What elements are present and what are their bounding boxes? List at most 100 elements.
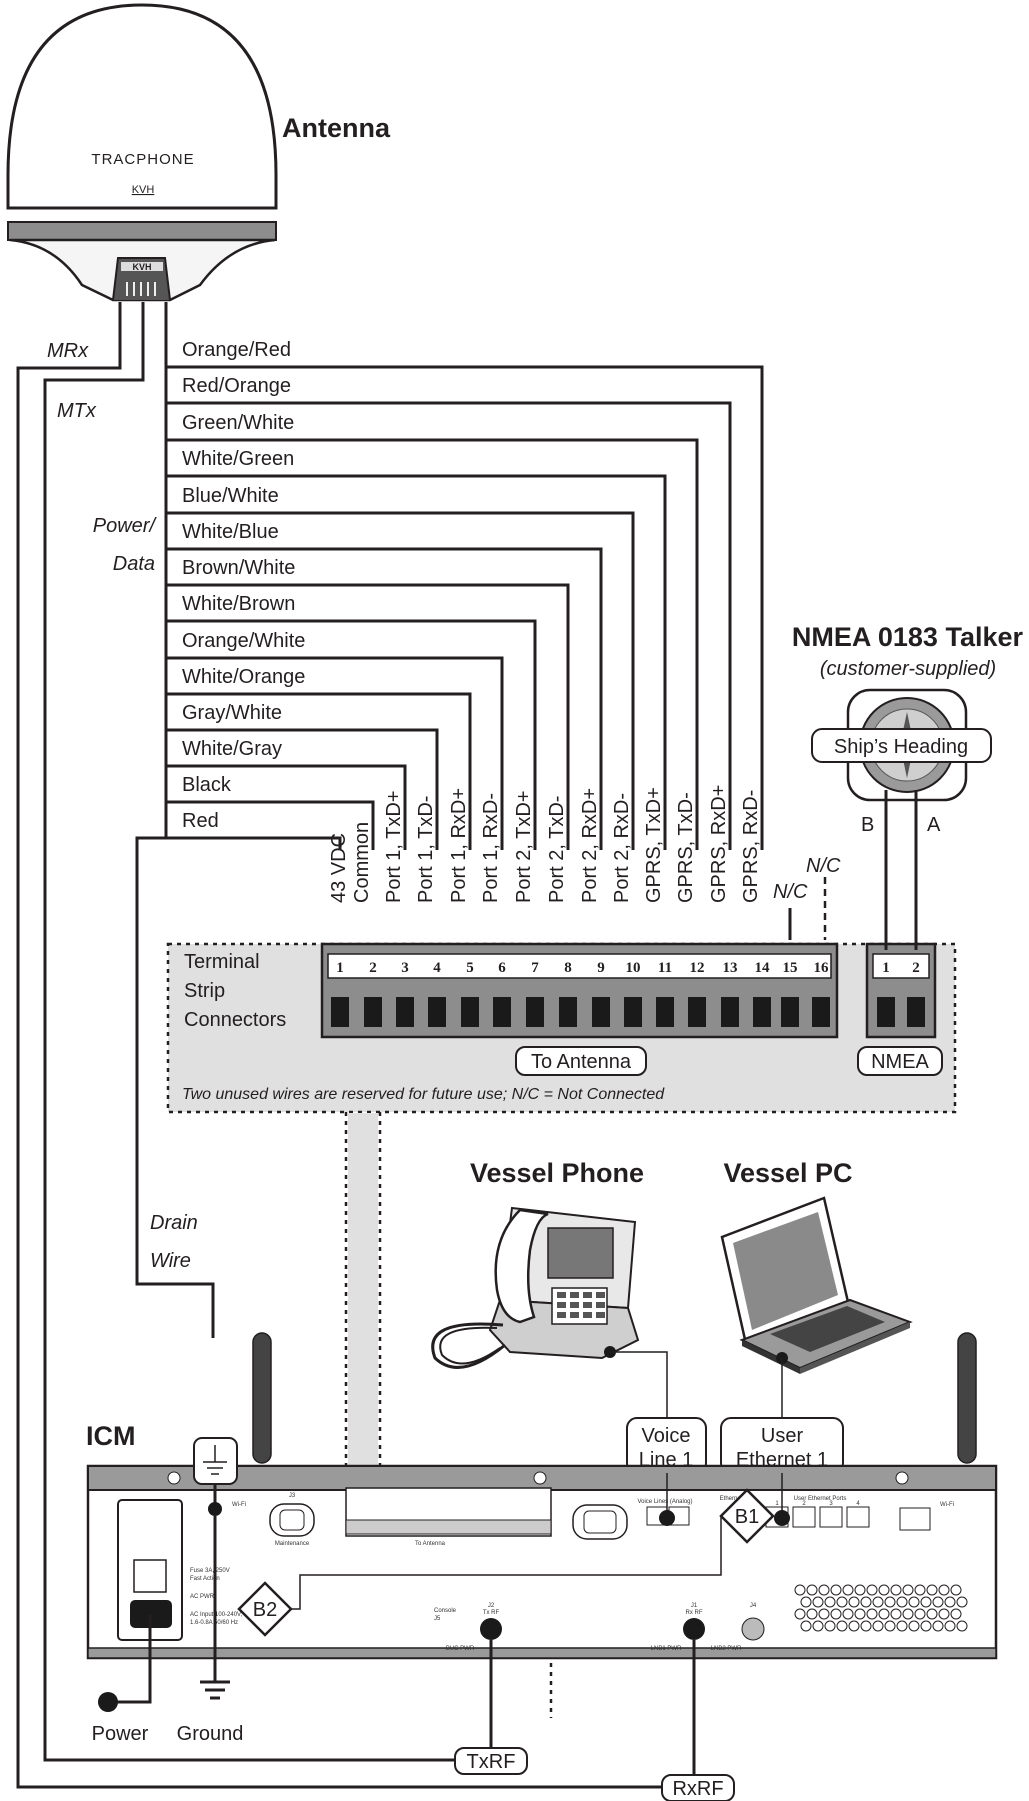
wire-label: Orange/White bbox=[182, 630, 305, 652]
pin-label: GPRS, TxD- bbox=[675, 792, 697, 903]
pin-number: 13 bbox=[723, 960, 738, 976]
antenna: KVH TRACPHONE KVH bbox=[6, 3, 278, 302]
cables bbox=[16, 302, 662, 1789]
pin-number: 9 bbox=[597, 960, 605, 976]
pin-number: 7 bbox=[531, 960, 539, 976]
wire-label: White/Green bbox=[182, 448, 294, 470]
drain-label-2: Wire bbox=[150, 1250, 191, 1272]
wire-label: Gray/White bbox=[182, 702, 282, 724]
pin-label: Port 1, RxD- bbox=[480, 793, 502, 903]
drain-label-1: Drain bbox=[150, 1212, 198, 1234]
lnb2-pwr-label: LNB2 PWR bbox=[711, 1646, 742, 1652]
j4-label: J4 bbox=[750, 1603, 757, 1609]
user-port-number: 4 bbox=[856, 1501, 860, 1507]
mrx-label: MRx bbox=[47, 340, 89, 362]
rxrf-label: RxRF bbox=[672, 1778, 723, 1800]
user-ports-label: User Ethernet Ports bbox=[794, 1496, 847, 1502]
pin-label: GPRS, RxD+ bbox=[708, 785, 730, 903]
pin-label: Port 2, TxD- bbox=[546, 796, 568, 903]
j3-label: J3 bbox=[289, 1493, 296, 1499]
terminal-strip-area: Terminal Strip Connectors 1 2 3 4 5 6 7 … bbox=[166, 942, 957, 1718]
pin-label: GPRS, RxD- bbox=[740, 790, 762, 903]
wire-label: Orange/Red bbox=[182, 339, 291, 361]
b1-label: B1 bbox=[735, 1506, 759, 1528]
console-label: Console bbox=[434, 1608, 457, 1614]
wire-label: White/Orange bbox=[182, 666, 305, 688]
wire-label: White/Blue bbox=[182, 521, 279, 543]
fuse-type: Fast Action bbox=[190, 1576, 220, 1582]
pin-labels: 43 VDC Common Port 1, TxD+ Port 1, TxD- … bbox=[328, 785, 762, 903]
tx-rf-port-label: Tx RF bbox=[483, 1610, 500, 1616]
pin-number: 11 bbox=[658, 960, 672, 976]
antenna-title: Antenna bbox=[282, 113, 391, 143]
pin-number: 16 bbox=[814, 960, 830, 976]
j5-label: J5 bbox=[434, 1616, 441, 1622]
wire-b-label: B bbox=[861, 814, 874, 836]
pin-label: Port 2, RxD- bbox=[611, 793, 633, 903]
wire-label: Blue/White bbox=[182, 485, 279, 507]
pin-label: GPRS, TxD+ bbox=[643, 787, 665, 903]
pin-number: 8 bbox=[564, 960, 572, 976]
b2-label: B2 bbox=[253, 1599, 277, 1621]
pin-number: 10 bbox=[626, 960, 641, 976]
user-port-number: 1 bbox=[775, 1501, 779, 1507]
fuse-rating: Fuse 3A, 250V bbox=[190, 1568, 230, 1574]
pin-number: 2 bbox=[369, 960, 377, 976]
wire-label: Red/Orange bbox=[182, 375, 291, 397]
pin-label: Port 2, TxD+ bbox=[513, 791, 535, 903]
nmea-talker: NMEA 0183 Talker (customer-supplied) Shi… bbox=[792, 622, 1024, 950]
voice-lines-label: Voice Lines (Analog) bbox=[637, 1499, 692, 1505]
txrf-label: TxRF bbox=[467, 1751, 516, 1773]
pin-number: 15 bbox=[783, 960, 798, 976]
to-antenna-label: To Antenna bbox=[531, 1051, 632, 1073]
footnote: Two unused wires are reserved for future… bbox=[182, 1086, 665, 1103]
wire-runs bbox=[166, 365, 764, 850]
svg-text:KVH: KVH bbox=[132, 262, 151, 272]
power-data-label-1: Power/ bbox=[93, 515, 158, 537]
wire-label: Green/White bbox=[182, 412, 294, 434]
antenna-brand: TRACPHONE bbox=[91, 151, 194, 168]
user-port-number: 3 bbox=[829, 1501, 833, 1507]
nmea-pin-number: 1 bbox=[882, 960, 890, 976]
vessel-phone-title: Vessel Phone bbox=[470, 1158, 644, 1188]
buc-pwr-label: BUC PWR bbox=[446, 1646, 475, 1652]
nc-label-16: N/C bbox=[806, 855, 841, 877]
pin-label: 43 VDC bbox=[328, 833, 350, 903]
lnb1-pwr-label: LNB1 PWR bbox=[651, 1646, 682, 1652]
wire-label: Brown/White bbox=[182, 557, 295, 579]
wire-label: Black bbox=[182, 774, 232, 796]
ships-heading-device: Ship’s Heading bbox=[834, 736, 968, 758]
user-port-number: 2 bbox=[802, 1501, 806, 1507]
panel-to-antenna-label: To Antenna bbox=[415, 1541, 446, 1547]
mtx-label: MTx bbox=[57, 400, 97, 422]
nmea-subtitle: (customer-supplied) bbox=[820, 658, 996, 680]
vessel-phone bbox=[431, 1206, 668, 1418]
ground-label: Ground bbox=[177, 1723, 244, 1745]
pin-label: Port 1, TxD- bbox=[415, 796, 437, 903]
pin-number: 12 bbox=[690, 960, 705, 976]
rx-rf-port-label: Rx RF bbox=[686, 1610, 703, 1616]
wire-label: White/Gray bbox=[182, 738, 282, 760]
nmea-title: NMEA 0183 Talker bbox=[792, 622, 1024, 652]
user-ethernet-label-1: User bbox=[761, 1425, 804, 1447]
wifi-label-right: Wi-Fi bbox=[940, 1502, 954, 1508]
pin-label: Common bbox=[351, 822, 373, 903]
strip-title-3: Connectors bbox=[184, 1009, 286, 1031]
pin-number: 5 bbox=[466, 960, 474, 976]
antenna-maker: KVH bbox=[132, 184, 155, 196]
maintenance-label: Maintenance bbox=[275, 1541, 310, 1547]
pin-number: 4 bbox=[433, 960, 441, 976]
pin-number: 3 bbox=[401, 960, 409, 976]
nmea-terminal-label: NMEA bbox=[871, 1051, 929, 1073]
ac-pwr-label: AC PWR bbox=[190, 1594, 215, 1600]
ethernet-label: Ethernet bbox=[720, 1496, 743, 1502]
pin-label: Port 1, RxD+ bbox=[448, 788, 470, 903]
nmea-pin-number: 2 bbox=[912, 960, 920, 976]
pin-label: Port 2, RxD+ bbox=[579, 788, 601, 903]
power-data-label-2: Data bbox=[113, 553, 155, 575]
pin-label: Port 1, TxD+ bbox=[383, 791, 405, 903]
icm-unit: Fuse 3A, 250V Fast Action AC PWR AC Inpu… bbox=[86, 1332, 998, 1660]
wire-label: Red bbox=[182, 810, 219, 832]
icm-title: ICM bbox=[86, 1421, 136, 1451]
